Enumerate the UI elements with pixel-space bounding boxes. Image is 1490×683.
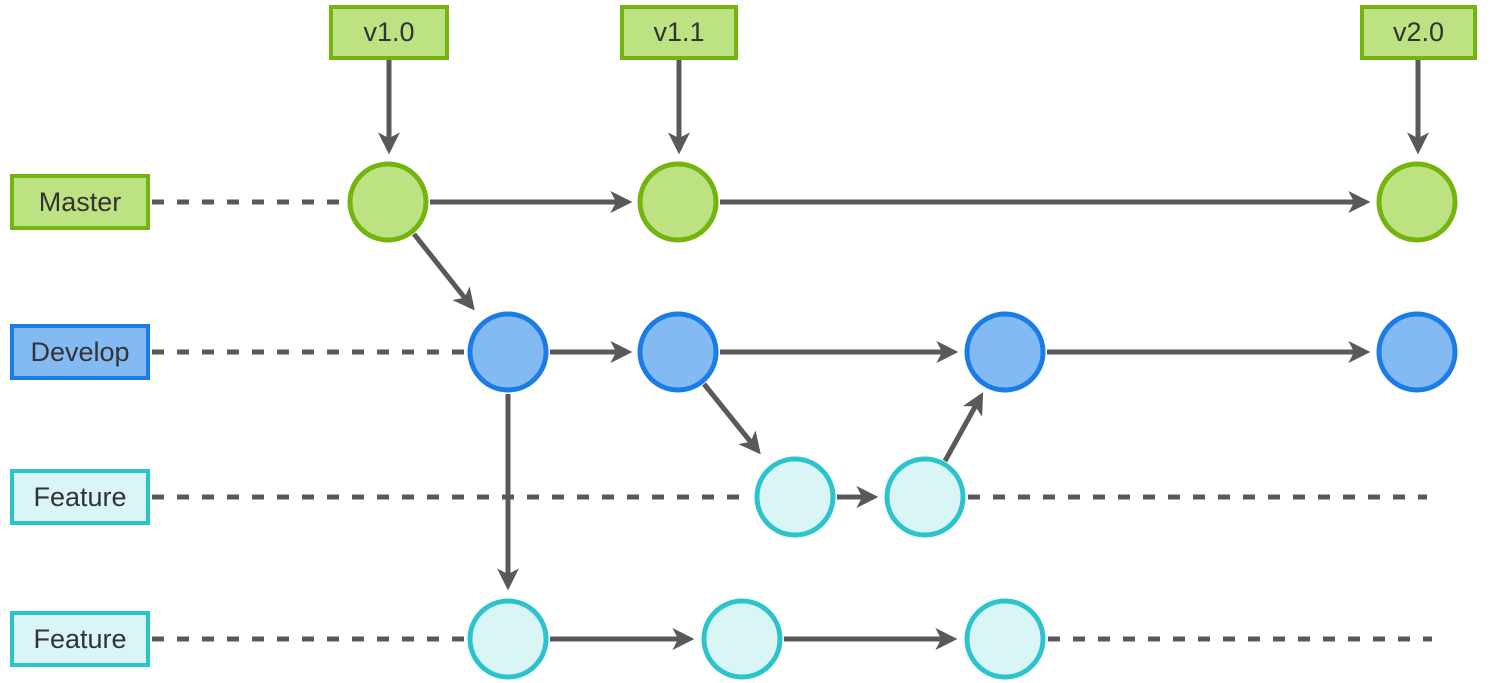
commit-node-4: [637, 311, 719, 393]
commit-edge-branch-develop-feature1: [702, 382, 761, 455]
version-tag-v1-0-text: v1.0: [363, 17, 415, 47]
version-tag-v2-0-text: v2.0: [1392, 17, 1445, 47]
commit-node-0: [347, 161, 429, 243]
commit-node-6: [1376, 311, 1458, 393]
branch-label-master-text: Master: [38, 186, 122, 217]
node-layer: [347, 161, 1458, 680]
branch-label-feature-1-text: Feature: [33, 481, 127, 512]
commit-node-10: [701, 598, 783, 680]
edge-layer: [152, 60, 1432, 651]
commit-node-1: [637, 161, 719, 243]
commit-node-3: [467, 311, 549, 393]
version-tag-v2-0: v2.0: [1360, 5, 1477, 60]
version-tag-v1-1: v1.1: [620, 5, 738, 60]
branch-label-feature-2-text: Feature: [33, 623, 127, 654]
commit-edge-branch-master-develop: [412, 232, 475, 311]
branch-label-develop-text: Develop: [30, 336, 130, 367]
commit-node-8: [884, 456, 966, 538]
version-tag-v1-0: v1.0: [329, 5, 449, 60]
branch-label-feature-2: Feature: [10, 611, 150, 667]
commit-node-9: [467, 598, 549, 680]
commit-edge-merge-feature1-develop: [942, 392, 984, 463]
commit-node-11: [964, 598, 1046, 680]
branch-label-develop: Develop: [10, 324, 150, 380]
commit-node-5: [964, 311, 1046, 393]
branch-label-master: Master: [10, 174, 150, 230]
commit-node-2: [1376, 161, 1458, 243]
version-tag-v1-1-text: v1.1: [653, 17, 705, 47]
commit-node-7: [754, 456, 836, 538]
branch-label-feature-1: Feature: [10, 469, 150, 525]
